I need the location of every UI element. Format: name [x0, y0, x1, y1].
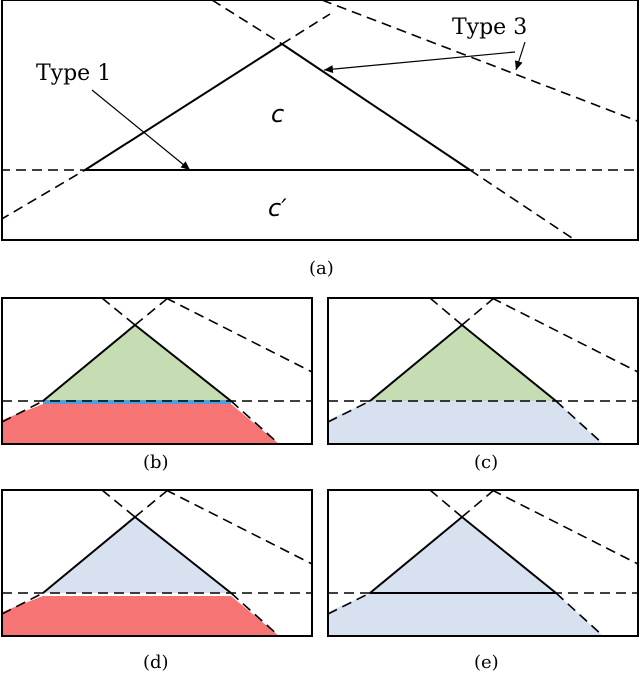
- caption-a: (a): [309, 258, 334, 279]
- left-dashed-extension: [328, 400, 371, 423]
- region-red: [2, 596, 279, 636]
- region-light-blue-lower: [328, 593, 603, 636]
- far-right-dashed-line: [491, 298, 638, 373]
- panel-d: (d): [1, 489, 313, 673]
- triangle-sides: [369, 323, 557, 402]
- cell-c-label: c: [271, 100, 284, 128]
- left-dashed-extension: [328, 592, 371, 615]
- region-light-blue: [328, 401, 603, 444]
- panel-c: (c): [327, 297, 639, 473]
- upper-right-dashed-extension: [429, 298, 463, 326]
- region-green: [43, 325, 231, 401]
- region-green: [370, 325, 556, 401]
- upper-left-dashed-extension: [461, 298, 495, 326]
- caption-b: (b): [143, 452, 169, 473]
- upper-right-dashed-extension: [101, 298, 136, 326]
- region-red: [2, 404, 279, 444]
- region-light-blue-upper: [370, 517, 556, 593]
- triangle-sides: [369, 515, 557, 594]
- type1-label: Type 1: [36, 61, 111, 86]
- type3-arrow-right: [514, 41, 526, 71]
- lower-right-dashed-extension: [230, 592, 280, 636]
- triangle-sides: [42, 323, 232, 402]
- panel-b: (b): [1, 297, 313, 473]
- far-right-dashed-line: [165, 490, 312, 565]
- caption-d: (d): [143, 652, 169, 673]
- upper-right-dashed-extension: [211, 0, 283, 45]
- left-dashed-extension: [2, 400, 44, 423]
- triangle-sides: [42, 515, 232, 594]
- panel-e: (e): [327, 489, 639, 673]
- upper-right-dashed-extension: [429, 490, 463, 518]
- caption-c: (c): [474, 452, 498, 473]
- far-right-dashed-line: [321, 0, 638, 123]
- type3-label: Type 3: [452, 15, 527, 40]
- upper-right-dashed-extension: [101, 490, 136, 518]
- panel-a-frame: [1, 0, 639, 241]
- panel-e-frame: [327, 489, 639, 637]
- triangle-sides: [84, 42, 471, 171]
- caption-e: (e): [474, 652, 499, 673]
- upper-left-dashed-extension: [281, 13, 331, 45]
- panel-a: Type 1 Type 3 c c′ (a): [1, 0, 639, 279]
- lower-right-dashed-extension: [230, 400, 280, 444]
- far-right-dashed-line: [165, 298, 312, 373]
- far-right-dashed-line: [491, 490, 638, 565]
- panel-c-frame: [327, 297, 639, 445]
- lower-right-dashed-extension: [555, 592, 604, 636]
- lower-right-dashed-extension: [555, 400, 604, 444]
- type3-arrow-left: [323, 51, 516, 74]
- cell-c-prime-label: c′: [268, 194, 287, 222]
- panel-d-frame: [1, 489, 313, 637]
- upper-left-dashed-extension: [461, 490, 495, 518]
- region-light-blue: [43, 517, 231, 593]
- type1-arrow: [91, 89, 191, 171]
- upper-left-dashed-extension: [134, 298, 169, 326]
- upper-left-dashed-extension: [134, 490, 169, 518]
- lower-right-dashed-extension: [469, 169, 576, 240]
- left-dashed-extension: [2, 592, 44, 615]
- left-dashed-extension: [2, 169, 86, 220]
- panel-b-frame: [1, 297, 313, 445]
